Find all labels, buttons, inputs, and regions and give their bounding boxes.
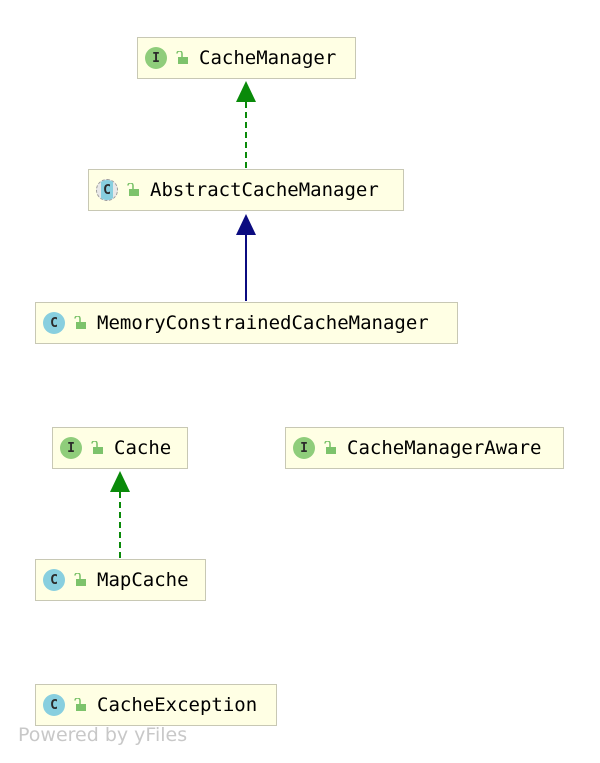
node-label: MapCache — [97, 569, 189, 591]
unlocked-padlock-icon — [88, 439, 106, 457]
arrowhead-navy-icon — [236, 214, 256, 235]
arrowhead-green-icon — [236, 81, 256, 102]
node-cachemanager[interactable]: I CacheManager — [137, 37, 356, 79]
interface-icon: I — [60, 437, 82, 459]
watermark: Powered by yFiles — [18, 724, 188, 746]
interface-icon: I — [145, 47, 167, 69]
unlocked-padlock-icon — [71, 314, 89, 332]
node-memoryconstrainedcachemanager[interactable]: C MemoryConstrainedCacheManager — [35, 302, 458, 344]
node-label: CacheException — [97, 694, 258, 716]
arrowhead-green-icon — [110, 471, 130, 492]
unlocked-padlock-icon — [71, 696, 89, 714]
node-cachemanageraware[interactable]: I CacheManagerAware — [285, 427, 564, 469]
node-cache[interactable]: I Cache — [52, 427, 188, 469]
class-icon: C — [43, 312, 65, 334]
unlocked-padlock-icon — [71, 571, 89, 589]
node-label: AbstractCacheManager — [150, 179, 379, 201]
node-mapcache[interactable]: C MapCache — [35, 559, 206, 601]
abstract-class-icon: C — [96, 179, 118, 201]
node-label: MemoryConstrainedCacheManager — [97, 312, 429, 334]
node-cacheexception[interactable]: C CacheException — [35, 684, 277, 726]
unlocked-padlock-icon — [173, 49, 191, 67]
class-icon: C — [43, 569, 65, 591]
node-label: Cache — [114, 437, 172, 459]
node-label: CacheManagerAware — [347, 437, 542, 459]
node-abstractcachemanager[interactable]: C AbstractCacheManager — [88, 169, 404, 211]
unlocked-padlock-icon — [124, 181, 142, 199]
node-label: CacheManager — [199, 47, 337, 69]
interface-icon: I — [293, 437, 315, 459]
class-icon: C — [43, 694, 65, 716]
unlocked-padlock-icon — [321, 439, 339, 457]
